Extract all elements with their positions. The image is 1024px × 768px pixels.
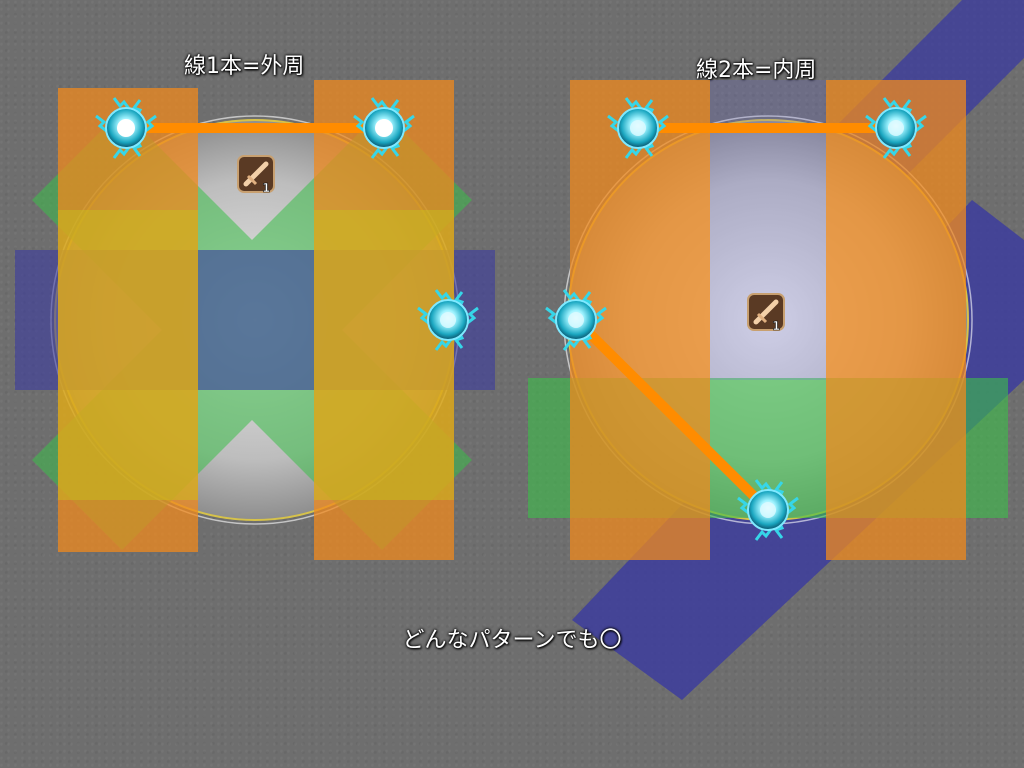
marker-top-left [95, 97, 157, 159]
weapon-count: 1 [772, 319, 780, 333]
left-arena: 1 [15, 80, 495, 560]
sword-icon [237, 155, 275, 193]
marker-top-right [353, 97, 415, 159]
sword-icon [747, 293, 785, 331]
aoe-orange-left [58, 88, 198, 552]
marker-bottom [737, 479, 799, 541]
footer-caption: どんなパターンでも〇 [402, 628, 622, 653]
marker-top-left [607, 97, 669, 159]
tether-line-diagonal [572, 316, 772, 514]
weapon-count: 1 [262, 181, 270, 195]
marker-left [545, 289, 607, 351]
right-panel-title: 線2本=内周 [696, 58, 817, 83]
aoe-orange-right [826, 80, 966, 560]
marker-right [417, 289, 479, 351]
left-panel-title: 線1本=外周 [184, 54, 305, 79]
right-arena: 1 [528, 0, 1024, 700]
marker-top-right [865, 97, 927, 159]
